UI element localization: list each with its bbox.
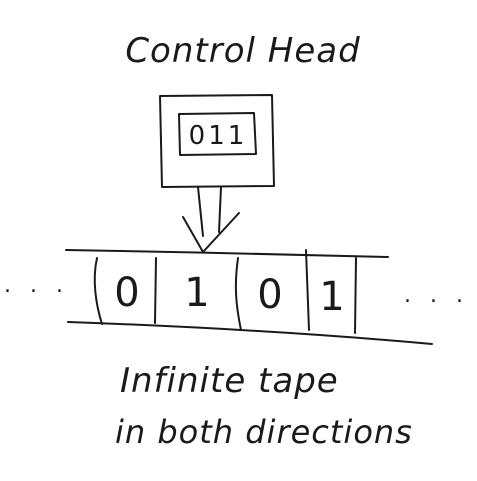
tape-cell-divider (354, 257, 357, 334)
caption-line-2: in both directions (115, 413, 413, 451)
tape-cell-divider (93, 257, 103, 325)
control-head-box (159, 94, 275, 188)
tape-cell: 1 (184, 270, 209, 316)
tape-cell-divider (305, 249, 310, 331)
tape-cell: 0 (114, 270, 139, 316)
tape-cell-divider (234, 257, 242, 331)
tape-cell-divider (154, 257, 157, 324)
ellipsis-right: . . . (404, 283, 469, 308)
tape-top-line (65, 249, 389, 258)
tape-cell: 1 (319, 274, 344, 320)
control-head-title: Control Head (125, 31, 360, 71)
register-box (178, 112, 257, 156)
caption-line-1: Infinite tape (120, 361, 339, 401)
register-value: 011 (189, 121, 248, 151)
tape-bottom-line (67, 321, 433, 345)
head-arrow (182, 186, 240, 253)
tape-cell: 0 (257, 272, 282, 318)
ellipsis-left: . . . (4, 273, 69, 298)
